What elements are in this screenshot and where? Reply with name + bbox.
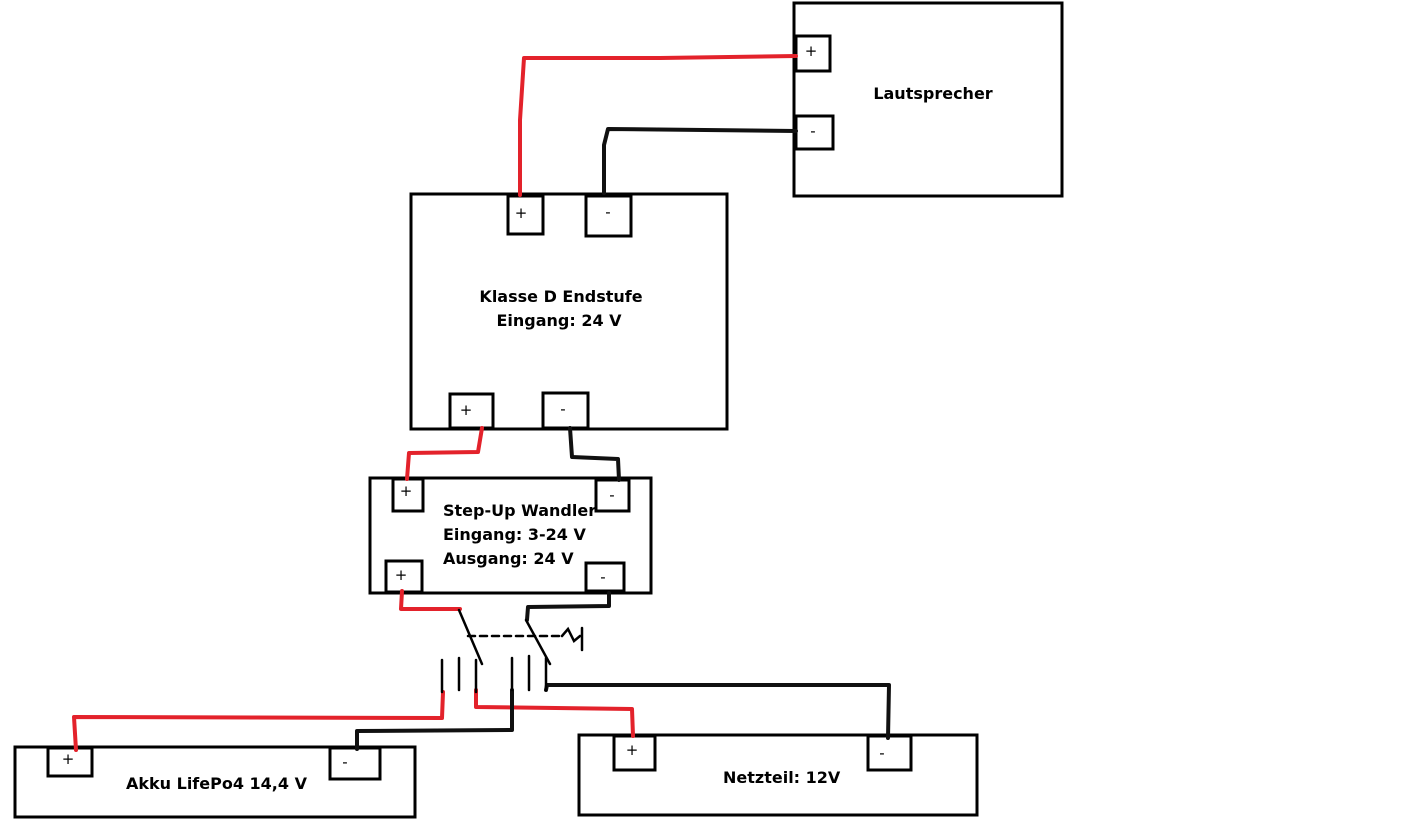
psu-label: Netzteil: 12V bbox=[723, 768, 841, 787]
amplifier-label-line1: Klasse D Endstufe bbox=[479, 287, 642, 306]
stepup-input-positive-symbol: + bbox=[395, 566, 408, 584]
stepup-output-negative-symbol: - bbox=[609, 486, 614, 504]
stepup-input-positive-terminal[interactable] bbox=[384, 559, 424, 594]
amplifier-input-positive-symbol: + bbox=[460, 401, 473, 419]
switch-actuator bbox=[560, 626, 582, 643]
wire-amp-to-speaker-positive bbox=[518, 54, 798, 197]
stepup-input-negative-symbol: - bbox=[600, 568, 605, 586]
wire-stepup-to-amp-negative bbox=[568, 426, 621, 482]
psu-box: Netzteil: 12V + - bbox=[577, 733, 979, 817]
battery-negative-terminal[interactable] bbox=[328, 746, 382, 781]
stepup-box: Step-Up Wandler Eingang: 3-24 V Ausgang:… bbox=[368, 476, 653, 595]
wire-stepup-negative-to-switch bbox=[525, 591, 611, 622]
battery-positive-symbol: + bbox=[62, 750, 75, 768]
amplifier-input-negative-terminal[interactable] bbox=[541, 391, 590, 430]
dpdt-switch[interactable] bbox=[440, 608, 584, 694]
stepup-label-line3: Ausgang: 24 V bbox=[443, 549, 574, 568]
stepup-output-negative-terminal[interactable] bbox=[594, 478, 631, 513]
battery-box: Akku LifePo4 14,4 V + - bbox=[13, 745, 417, 819]
wire-amp-to-speaker-negative bbox=[602, 127, 798, 195]
wire-battery-positive bbox=[72, 690, 445, 752]
amplifier-output-negative-symbol: - bbox=[605, 203, 610, 221]
battery-label: Akku LifePo4 14,4 V bbox=[126, 774, 308, 793]
speaker-label: Lautsprecher bbox=[873, 84, 992, 103]
battery-positive-terminal[interactable] bbox=[46, 746, 94, 778]
switch-blade-2 bbox=[524, 618, 552, 666]
speaker-positive-symbol: + bbox=[805, 42, 818, 60]
amplifier-label-line2: Eingang: 24 V bbox=[496, 311, 622, 330]
wire-stepup-to-amp-positive bbox=[405, 426, 484, 481]
psu-negative-symbol: - bbox=[879, 744, 884, 762]
amplifier-output-negative-terminal[interactable] bbox=[584, 194, 633, 238]
stepup-label-line1: Step-Up Wandler bbox=[443, 501, 596, 520]
stepup-output-positive-symbol: + bbox=[400, 482, 413, 500]
psu-negative-terminal[interactable] bbox=[866, 734, 913, 772]
amplifier-input-negative-symbol: - bbox=[560, 400, 565, 418]
wire-stepup-positive-to-switch bbox=[399, 589, 462, 611]
psu-positive-symbol: + bbox=[626, 741, 639, 759]
amplifier-output-positive-terminal[interactable] bbox=[506, 194, 545, 236]
amplifier-output-positive-symbol: + bbox=[515, 204, 528, 222]
speaker-box: Lautsprecher + - bbox=[792, 1, 1064, 198]
amplifier-input-positive-terminal[interactable] bbox=[448, 392, 495, 430]
speaker-negative-symbol: - bbox=[810, 122, 815, 140]
speaker-negative-terminal[interactable] bbox=[794, 114, 835, 151]
amplifier-box: Klasse D Endstufe Eingang: 24 V + - + - bbox=[409, 192, 729, 431]
battery-negative-symbol: - bbox=[342, 753, 347, 771]
speaker-positive-terminal[interactable] bbox=[794, 34, 832, 73]
stepup-input-negative-terminal[interactable] bbox=[584, 561, 626, 593]
wire-battery-negative bbox=[355, 688, 514, 751]
wire-psu-negative bbox=[544, 683, 891, 740]
stepup-label-line2: Eingang: 3-24 V bbox=[443, 525, 586, 544]
wire-psu-positive bbox=[474, 688, 635, 738]
